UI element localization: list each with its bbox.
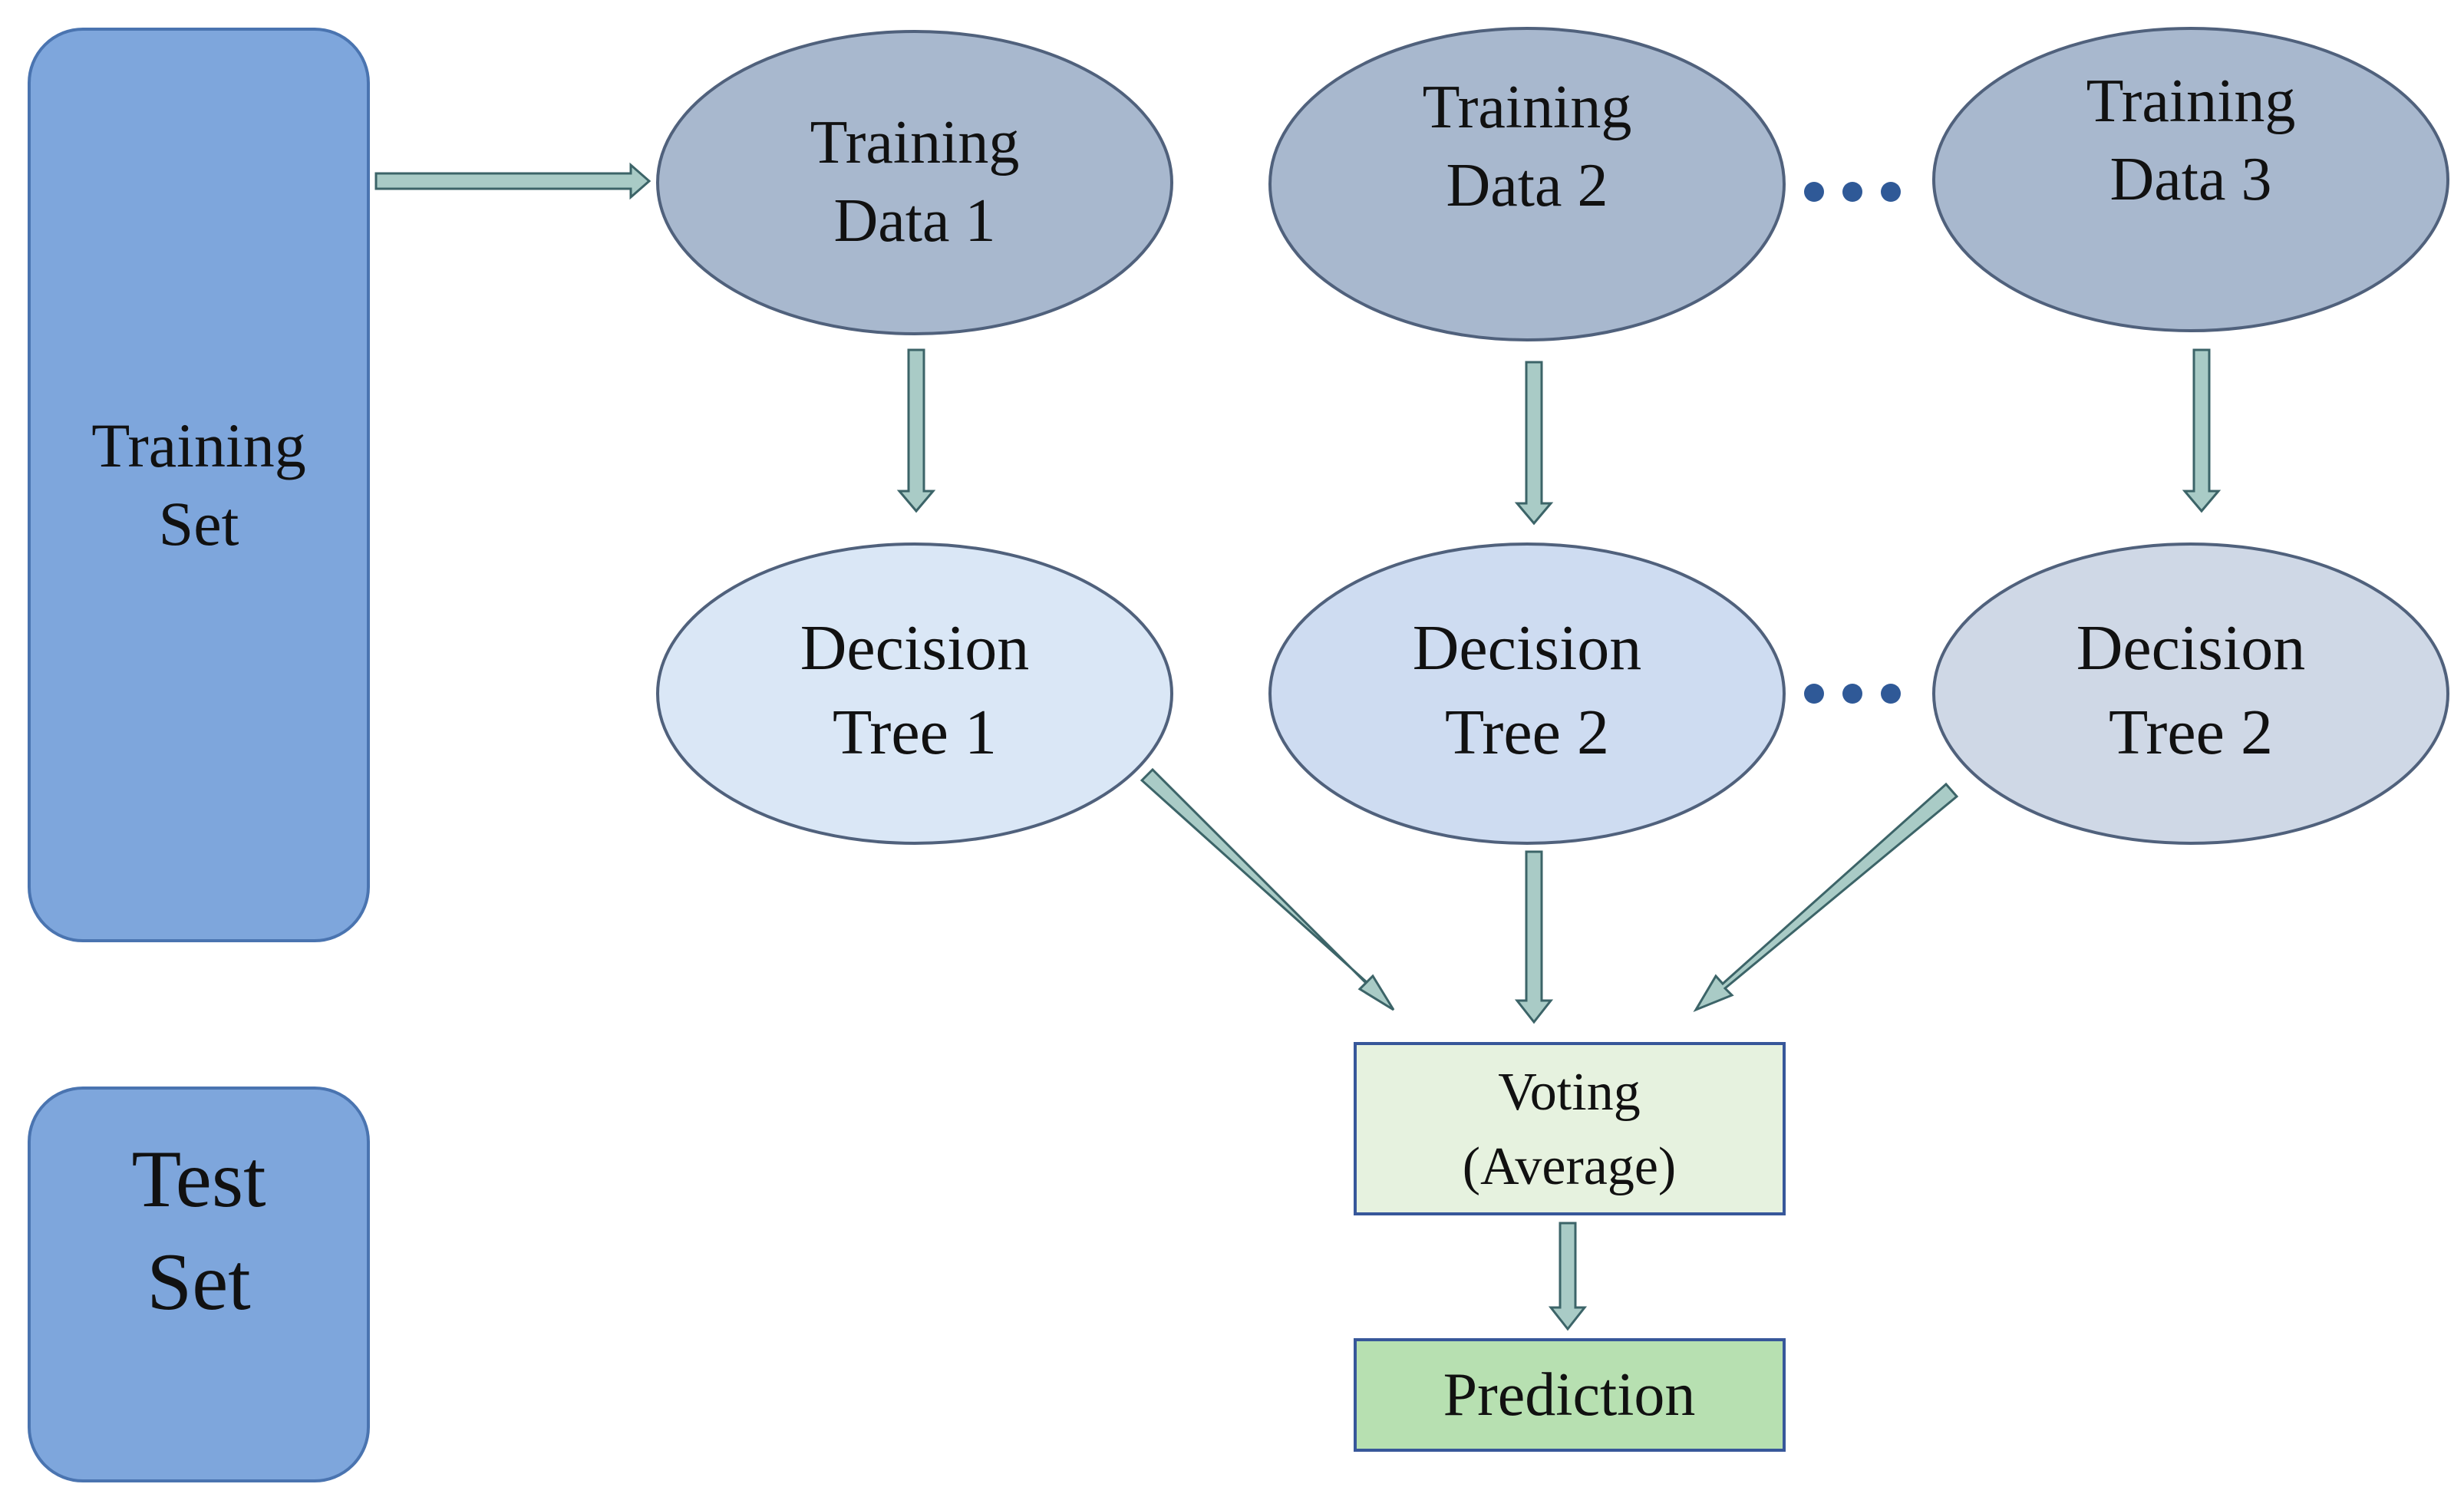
training-set-box (28, 28, 370, 942)
training-data-2-label-line1: Training (1423, 74, 1632, 141)
decision-tree-2-node (1268, 542, 1786, 845)
test-set-label-line2: Set (147, 1237, 250, 1327)
training-data-3-label-line2: Data 3 (2109, 146, 2271, 213)
arrow-tree-2-to-voting (1514, 850, 1554, 1024)
voting-label-line1: Voting (1498, 1063, 1640, 1122)
arrow-data-2-to-tree-2 (1514, 361, 1554, 526)
voting-box (1354, 1042, 1786, 1215)
decision-tree-1-node (656, 542, 1173, 845)
training-data-1-label-line2: Data 1 (833, 187, 995, 255)
voting-label-line2: (Average) (1463, 1137, 1677, 1196)
arrow-data-1-to-tree-1 (896, 348, 936, 513)
training-data-3-label-line1: Training (2086, 68, 2296, 135)
test-set-label-line1: Test (131, 1134, 266, 1224)
training-data-2-node (1268, 27, 1786, 341)
training-data-3-node (1932, 27, 2449, 332)
training-data-1-node (656, 30, 1173, 335)
training-set-label-line2: Set (159, 489, 239, 559)
training-data-2-label-line2: Data 2 (1446, 152, 1608, 219)
decision-tree-1-label-line1: Decision (800, 612, 1030, 684)
decision-tree-2-label-line1: Decision (1413, 612, 1642, 684)
decision-tree-3-label-line1: Decision (2076, 612, 2306, 684)
test-set-box (28, 1087, 370, 1482)
ellipsis-dots-top (1804, 182, 1901, 202)
ellipsis-dots-middle (1804, 684, 1901, 704)
arrow-voting-to-prediction (1548, 1222, 1588, 1331)
prediction-label: Prediction (1443, 1361, 1696, 1429)
arrow-data-3-to-tree-3 (2182, 348, 2222, 513)
training-data-1-label-line1: Training (810, 109, 1020, 176)
decision-tree-2-label-line2: Tree 2 (1445, 697, 1609, 768)
decision-tree-3-label-line2: Tree 2 (2109, 697, 2273, 768)
arrow-tree-3-to-voting (1693, 782, 1959, 1013)
decision-tree-3-node (1932, 542, 2449, 845)
prediction-box (1354, 1338, 1786, 1452)
training-set-label-line1: Training (91, 411, 305, 480)
arrow-tree-1-to-voting (1140, 767, 1395, 1011)
decision-tree-1-label-line2: Tree 1 (833, 697, 997, 768)
arrow-training-set-to-data-1 (374, 162, 651, 200)
